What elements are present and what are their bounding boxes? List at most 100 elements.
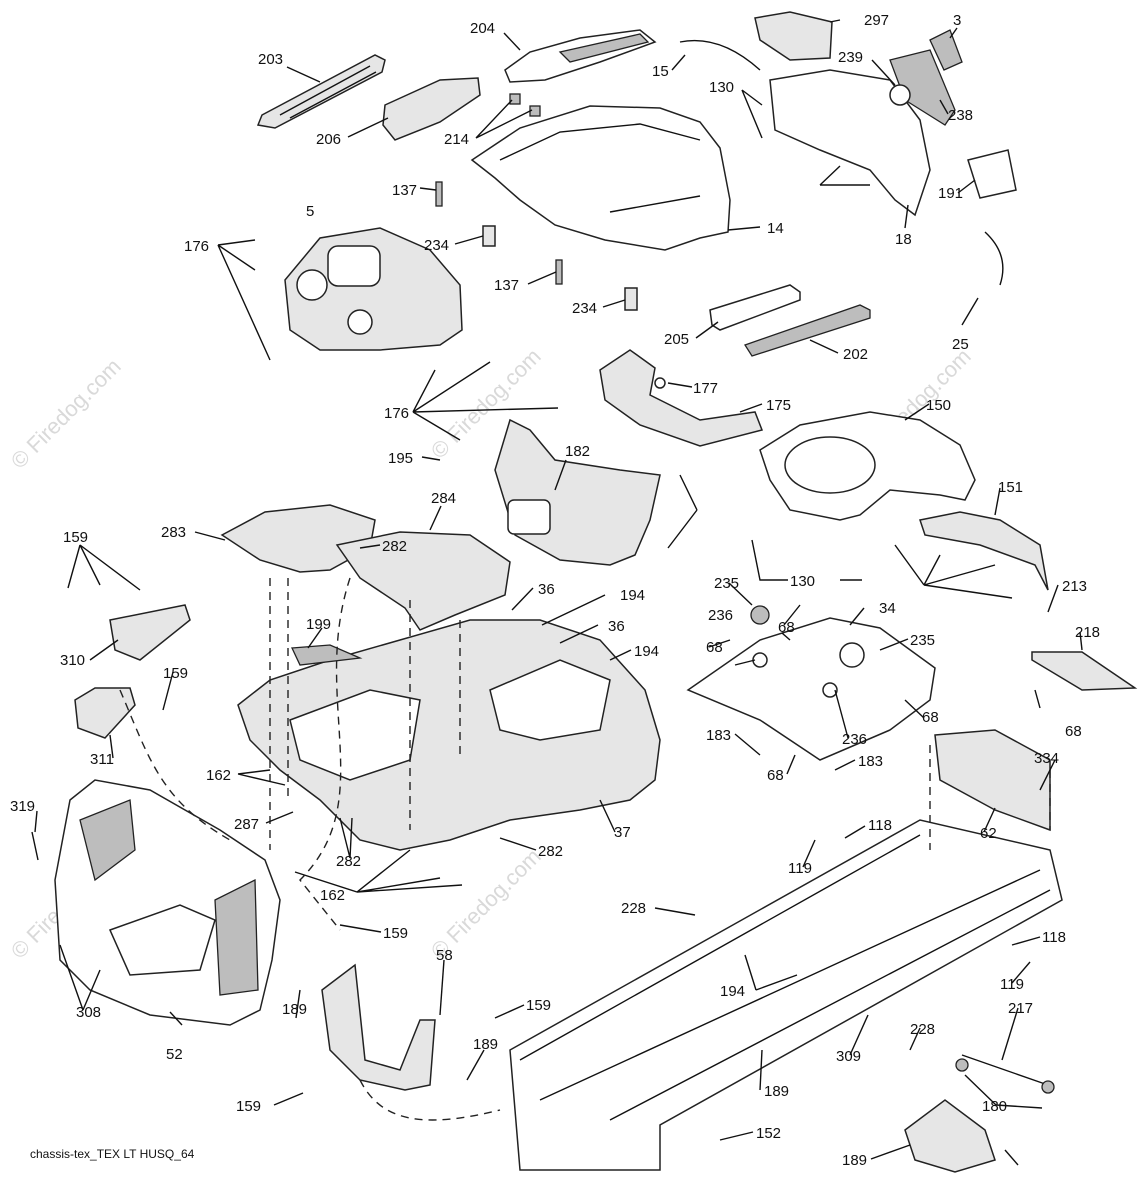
part-58-shape	[321, 963, 436, 1091]
callout-label: 205	[664, 331, 689, 348]
callout-label: 130	[709, 79, 734, 96]
callout-label: 284	[431, 490, 456, 507]
callout-label: 159	[526, 997, 551, 1014]
callout-label: 282	[538, 843, 563, 860]
part-311-shape	[74, 687, 136, 739]
callout-label: 34	[879, 600, 896, 617]
leader-lines	[34, 19, 1083, 1166]
callout-label: 162	[206, 767, 231, 784]
callout-label: 310	[60, 652, 85, 669]
part-206-shape	[382, 77, 481, 141]
part-52-shape	[955, 1058, 969, 1072]
part-236-shape	[752, 652, 768, 668]
callout-label: 189	[473, 1036, 498, 1053]
callout-label: 287	[234, 816, 259, 833]
callout-label: 297	[864, 12, 889, 29]
part-152-shape	[904, 1099, 996, 1173]
callout-label: 36	[538, 581, 555, 598]
callout-label: 151	[998, 479, 1023, 496]
part-180-shape	[509, 819, 1063, 1171]
part-217-shape	[961, 1054, 1049, 1086]
part-3-shape	[929, 29, 963, 71]
callout-label: 36	[608, 618, 625, 635]
callout-label: 308	[76, 1004, 101, 1021]
callout-label: 234	[424, 237, 449, 254]
part-199-shape	[291, 644, 363, 666]
callout-label: 311	[90, 751, 114, 768]
callout-label: 283	[161, 524, 186, 541]
watermark: © Firedog.com	[6, 354, 126, 474]
part-14-shape	[470, 105, 731, 251]
callout-label: 5	[306, 203, 314, 220]
callout-label: 194	[620, 587, 645, 604]
part-205-shape	[709, 284, 801, 331]
part-15-shape	[679, 39, 761, 71]
callout-label: 137	[494, 277, 519, 294]
callout-label: 206	[316, 131, 341, 148]
callout-label: 150	[926, 397, 951, 414]
callout-label: 15	[652, 63, 669, 80]
callout-label: 202	[843, 346, 868, 363]
callout-label: 152	[756, 1125, 781, 1142]
callout-label: 14	[767, 220, 784, 237]
callout-label: 189	[764, 1083, 789, 1100]
part-297-shape	[754, 11, 833, 61]
callout-label: 176	[384, 405, 409, 422]
part-284-shape	[335, 531, 511, 631]
part-151-shape	[919, 511, 1049, 591]
callout-label: 183	[858, 753, 883, 770]
part-310-shape	[109, 604, 191, 661]
callout-label: 58	[436, 947, 453, 964]
callout-label: 159	[163, 665, 188, 682]
callout-label: 189	[282, 1001, 307, 1018]
part-234-shape	[482, 225, 496, 247]
callout-label: 319	[10, 798, 35, 815]
part-175-shape	[599, 349, 764, 447]
callout-label: 162	[320, 887, 345, 904]
callout-label: 195	[388, 450, 413, 467]
callout-label: 68	[1065, 723, 1082, 740]
callout-label: 68	[706, 639, 723, 656]
callout-label: 191	[938, 185, 963, 202]
callout-label: 68	[778, 619, 795, 636]
callout-label: 228	[910, 1021, 935, 1038]
callout-label: 309	[836, 1048, 861, 1065]
callout-label: 119	[1000, 976, 1024, 993]
callout-label: 119	[788, 860, 812, 877]
callout-label: 159	[383, 925, 408, 942]
part-34-shape	[686, 617, 936, 761]
callout-label: 182	[565, 443, 590, 460]
callout-label: 236	[708, 607, 733, 624]
callout-label: 194	[634, 643, 659, 660]
callout-label: 176	[184, 238, 209, 255]
callout-label: 118	[868, 817, 892, 834]
callout-label: 52	[166, 1046, 183, 1063]
part-drawings	[31, 11, 1138, 1173]
callout-label: 199	[306, 616, 331, 633]
callout-label: 235	[714, 575, 739, 592]
callout-label: 282	[336, 853, 361, 870]
callout-label: 175	[766, 397, 791, 414]
callout-label: 228	[621, 900, 646, 917]
callout-label: 159	[236, 1098, 261, 1115]
callout-label: 282	[382, 538, 407, 555]
callout-label: 25	[952, 336, 969, 353]
callout-label: 194	[720, 983, 745, 1000]
callout-label: 213	[1062, 578, 1087, 595]
callout-label: 180	[982, 1098, 1007, 1115]
assembly-lines	[119, 577, 1051, 1121]
callout-label: 159	[63, 529, 88, 546]
part-319-shape	[31, 831, 39, 861]
callout-labels: 203 204 297 3 15 239 206 214 130 238 137…	[10, 12, 1100, 1169]
callout-label: 137	[392, 182, 417, 199]
callout-label: 203	[258, 51, 283, 68]
callout-label: 214	[444, 131, 469, 148]
callout-label: 234	[572, 300, 597, 317]
callout-label: 118	[1042, 929, 1066, 946]
callout-label: 217	[1008, 1000, 1033, 1017]
part-218-shape	[1031, 651, 1138, 691]
callout-label: 177	[693, 380, 718, 397]
part-202-shape	[744, 304, 871, 357]
callout-label: 183	[706, 727, 731, 744]
